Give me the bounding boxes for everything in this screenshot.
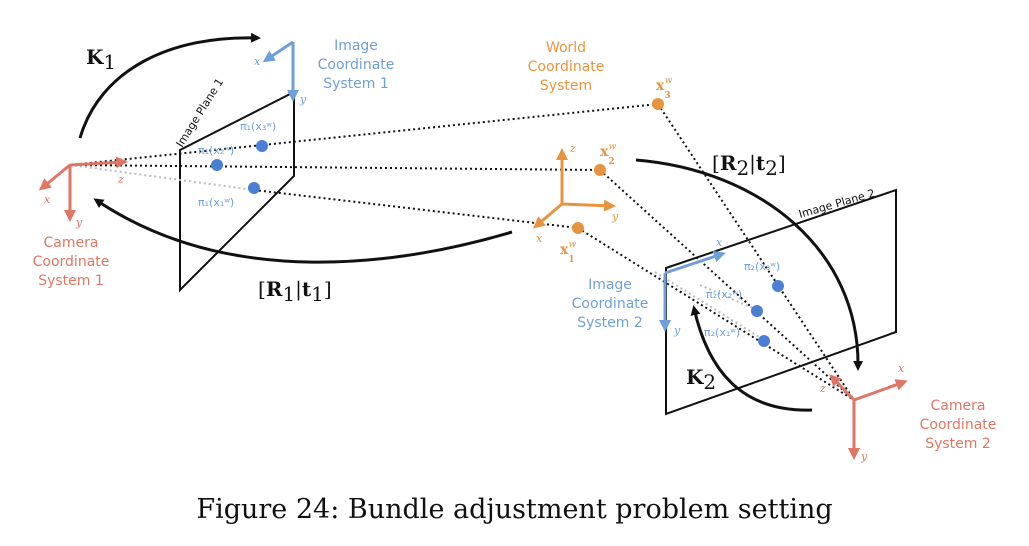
image-plane-1 (179, 90, 295, 293)
svg-text:Image: Image (334, 38, 378, 54)
cam2-axis-y: y (860, 450, 868, 463)
proj-1-3 (256, 140, 268, 152)
world-axis-y: y (611, 210, 619, 223)
label-world-point-3: x3w (656, 76, 673, 101)
rt1-arrow (93, 198, 513, 264)
figure-caption: Figure 24: Bundle adjustment problem set… (196, 494, 833, 525)
img2-axis-x: x (716, 236, 723, 249)
svg-text:World: World (546, 40, 586, 56)
label-proj-2-1: π₂(x₁ʷ) (704, 326, 740, 339)
svg-text:Image: Image (588, 277, 632, 293)
svg-text:System 2: System 2 (577, 315, 643, 331)
proj-1-1 (248, 182, 260, 194)
svg-text:Coordinate: Coordinate (572, 296, 649, 312)
label-k1: K1 (86, 45, 116, 74)
proj-2-1 (758, 335, 770, 347)
svg-text:System: System (540, 78, 592, 94)
img1-axis-x: x (254, 55, 261, 68)
svg-text:Coordinate: Coordinate (528, 59, 605, 75)
image-1-axes (262, 40, 299, 102)
label-image-coordinate-1: Image Coordinate System 1 (318, 38, 395, 92)
label-image-plane-2: Image Plane 2 (797, 187, 876, 221)
svg-text:Camera: Camera (44, 235, 99, 251)
label-image-plane-1: Image Plane 1 (174, 76, 227, 150)
label-world-point-2: x2w (600, 142, 617, 167)
label-rt1: [R1|t1] (258, 277, 332, 306)
img1-axis-y: y (299, 93, 307, 106)
label-proj-1-3: π₁(x₃ʷ) (240, 120, 276, 133)
rt2-arrow (635, 158, 864, 371)
world-axis-z: z (569, 142, 576, 155)
image-plane-2 (665, 188, 897, 416)
label-world-point-1: x1w (560, 240, 577, 265)
label-k2: K2 (686, 365, 716, 394)
rays-camera-1 (69, 103, 659, 229)
ray-faint-cam1 (69, 164, 255, 191)
label-world-coordinate: World Coordinate System (528, 40, 605, 94)
proj-2-3 (772, 280, 784, 292)
world-point-1 (572, 222, 584, 234)
image-2-axes (659, 250, 726, 332)
cam2-axis-x: x (898, 362, 905, 375)
k1-arrow (78, 32, 261, 139)
cam1-axis-y: y (75, 216, 83, 229)
world-axes (532, 148, 616, 229)
img2-axis-y: y (673, 324, 681, 337)
proj-1-2 (211, 159, 223, 171)
proj-2-2 (751, 305, 763, 317)
label-proj-2-2: π₂(x₂ʷ) (706, 288, 742, 301)
label-image-coordinate-2: Image Coordinate System 2 (572, 277, 649, 331)
world-point-2 (594, 164, 606, 176)
bundle-adjustment-diagram: z y x x y z x y x y z y x π₁(x₃ʷ) π₁(x₂ʷ… (33, 32, 997, 463)
label-proj-1-2: π₁(x₂ʷ) (198, 144, 234, 157)
label-camera-coordinate-2: Camera Coordinate System 2 (920, 398, 997, 452)
cam1-axis-x: x (44, 193, 51, 206)
svg-text:Coordinate: Coordinate (318, 57, 395, 73)
svg-text:System 1: System 1 (38, 273, 104, 289)
cam2-axis-z: z (819, 382, 826, 395)
rays-faint-cam2 (654, 271, 765, 341)
svg-text:Coordinate: Coordinate (33, 254, 110, 270)
world-axis-x: x (536, 232, 543, 245)
label-rt2: [R2|t2] (712, 151, 786, 180)
world-point-3 (652, 98, 664, 110)
label-proj-2-3: π₂(x₃ʷ) (744, 260, 780, 273)
k2-arrow (690, 305, 813, 412)
svg-text:Camera: Camera (931, 398, 986, 414)
cam1-axis-z: z (117, 173, 124, 186)
label-proj-1-1: π₁(x₁ʷ) (198, 196, 234, 209)
label-camera-coordinate-1: Camera Coordinate System 1 (33, 235, 110, 289)
svg-text:System 2: System 2 (925, 436, 991, 452)
svg-text:System 1: System 1 (323, 76, 389, 92)
camera-2-axes (829, 374, 908, 460)
camera-1-axes (38, 156, 128, 222)
rays-camera-2 (577, 103, 855, 401)
svg-text:Coordinate: Coordinate (920, 417, 997, 433)
